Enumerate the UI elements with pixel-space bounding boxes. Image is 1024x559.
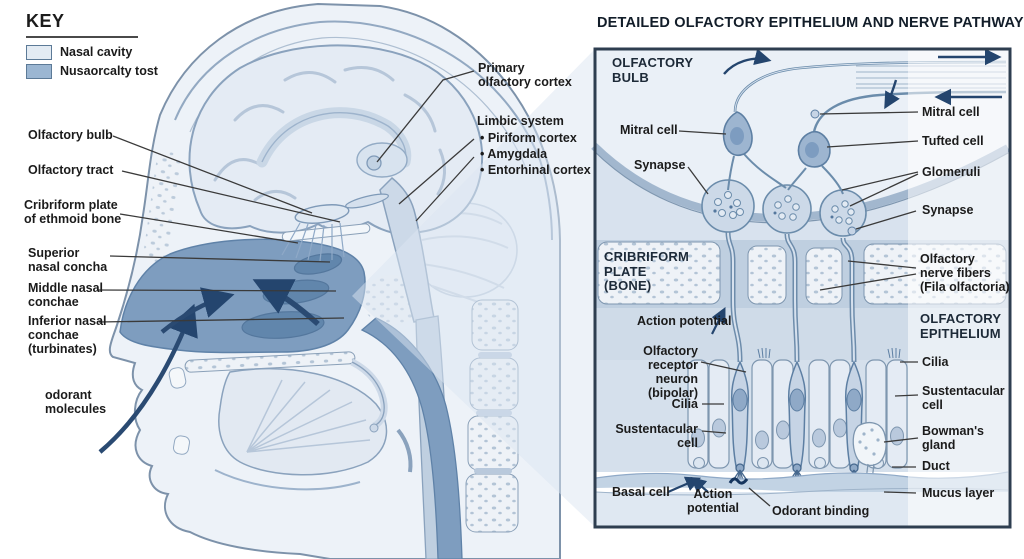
olfactory-fibers: [281, 222, 345, 262]
odorant-molecule-icon: [728, 477, 749, 485]
cribriform-plate-shape: [281, 223, 371, 242]
tongue-lines: [246, 379, 371, 453]
section-olfactory-epithelium: OLFACTORY EPITHELIUM: [920, 311, 1002, 341]
label-olfactory-tract: Olfactory tract: [28, 163, 114, 177]
label-tufted-cell: Tufted cell: [922, 134, 984, 148]
nasal-cavity-swatch: [26, 45, 52, 60]
label-strip: [908, 50, 1008, 526]
label-mucus-layer: Mucus layer: [922, 486, 995, 500]
magnification-wedge: [352, 50, 594, 526]
leader-lines: [96, 70, 919, 507]
label-action-potential-mid: Action potential: [637, 314, 732, 328]
label-odorant-binding: Odorant binding: [772, 504, 870, 518]
label-superior-nasal-concha: Superior nasal concha: [28, 246, 108, 274]
label-primary-olfactory-cortex: Primary olfactory cortex: [478, 61, 572, 89]
superior-concha-shape: [293, 253, 343, 275]
nasal-tract-swatch: [26, 64, 52, 79]
label-limbic-entorhinal: • Entorhinal cortex: [480, 163, 591, 177]
label-middle-nasal-conchae: Middle nasal conchae: [28, 281, 104, 309]
synapse-knob: [847, 226, 857, 236]
label-synapse-right: Synapse: [922, 203, 974, 217]
key-item-nasal-cavity: Nasal cavity: [26, 45, 158, 60]
receptor-neurons: [730, 347, 901, 485]
label-cilia-right: Cilia: [922, 355, 949, 369]
label-limbic-system: Limbic system: [477, 114, 564, 128]
label-synapse-left: Synapse: [634, 158, 686, 172]
section-olfactory-bulb: OLFACTORY BULB: [612, 55, 694, 85]
bowmans-gland-shape: [852, 421, 887, 481]
axon-knob: [810, 109, 820, 119]
panel-frame: [593, 47, 1012, 529]
label-odorant-molecules: odorant molecules: [45, 388, 107, 416]
label-bowmans-gland: Bowman's gland: [922, 424, 985, 452]
key-item-label: Nasal cavity: [60, 45, 133, 60]
primary-olfactory-cortex-target: [366, 155, 382, 171]
label-mitral-cell-left: Mitral cell: [620, 123, 678, 137]
label-basal-cell: Basal cell: [612, 485, 670, 499]
glomeruli-shapes: [701, 179, 867, 237]
label-limbic-amygdala: • Amygdala: [480, 147, 548, 161]
label-glomeruli: Glomeruli: [922, 165, 981, 179]
section-cribriform-plate: CRIBRIFORM PLATE (BONE): [604, 249, 690, 294]
panel-title: DETAILED OLFACTORY EPITHELIUM AND NERVE …: [597, 15, 1024, 31]
axon-bundles: [725, 231, 857, 363]
label-olfactory-bulb: Olfactory bulb: [28, 128, 113, 142]
olfactory-bulb-shape: [294, 204, 350, 224]
label-receptor-neuron: Olfactory receptor neuron (bipolar): [643, 344, 698, 400]
pathway-arrows: [667, 48, 1002, 494]
label-mitral-cell-right: Mitral cell: [922, 105, 980, 119]
label-action-potential-bottom: Action potential: [686, 487, 740, 515]
label-inferior-nasal-conchae: Inferior nasal conchae (turbinates): [28, 314, 107, 356]
key-item-nasal-tract: Nusaorcalty tost: [26, 64, 158, 79]
label-sustentacular-left: Sustentacular cell: [615, 422, 698, 450]
label-cilia-left: Cilia: [671, 397, 698, 411]
key-rule: [26, 36, 138, 38]
key-item-label: Nusaorcalty tost: [60, 64, 158, 79]
label-duct: Duct: [922, 459, 950, 473]
label-sustentacular-right: Sustentacular cell: [922, 384, 1005, 412]
label-cribriform-plate: Cribriform plate of ethmoid bone: [24, 198, 122, 226]
key-title: KEY: [26, 11, 65, 31]
label-limbic-piriform: • Piriform cortex: [480, 131, 577, 145]
label-olfactory-nerve-fibers: Olfactory nerve fibers (Fila olfactoria): [920, 252, 1010, 294]
key-legend: KEY Nasal cavity Nusaorcalty tost: [26, 12, 158, 83]
